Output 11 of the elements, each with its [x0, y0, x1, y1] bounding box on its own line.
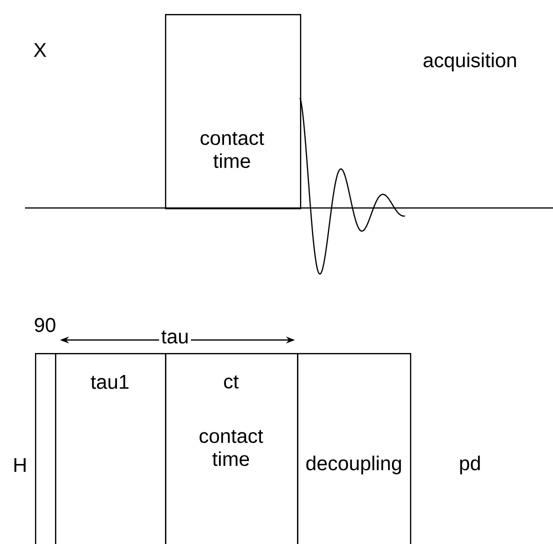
pulse-label: 90: [34, 318, 56, 332]
pulse-label: contact time: [200, 430, 264, 466]
pulse-label: tau1: [90, 375, 128, 389]
pulse-label: contact time: [200, 132, 264, 168]
text-label: acquisition: [420, 50, 520, 74]
pulse-label: ct: [224, 375, 239, 389]
text-label: X: [31, 41, 49, 59]
pulse-label: decoupling: [306, 456, 401, 474]
text-label: pd: [456, 454, 484, 476]
text-label: H: [10, 456, 30, 474]
text-label: tau: [159, 328, 191, 346]
